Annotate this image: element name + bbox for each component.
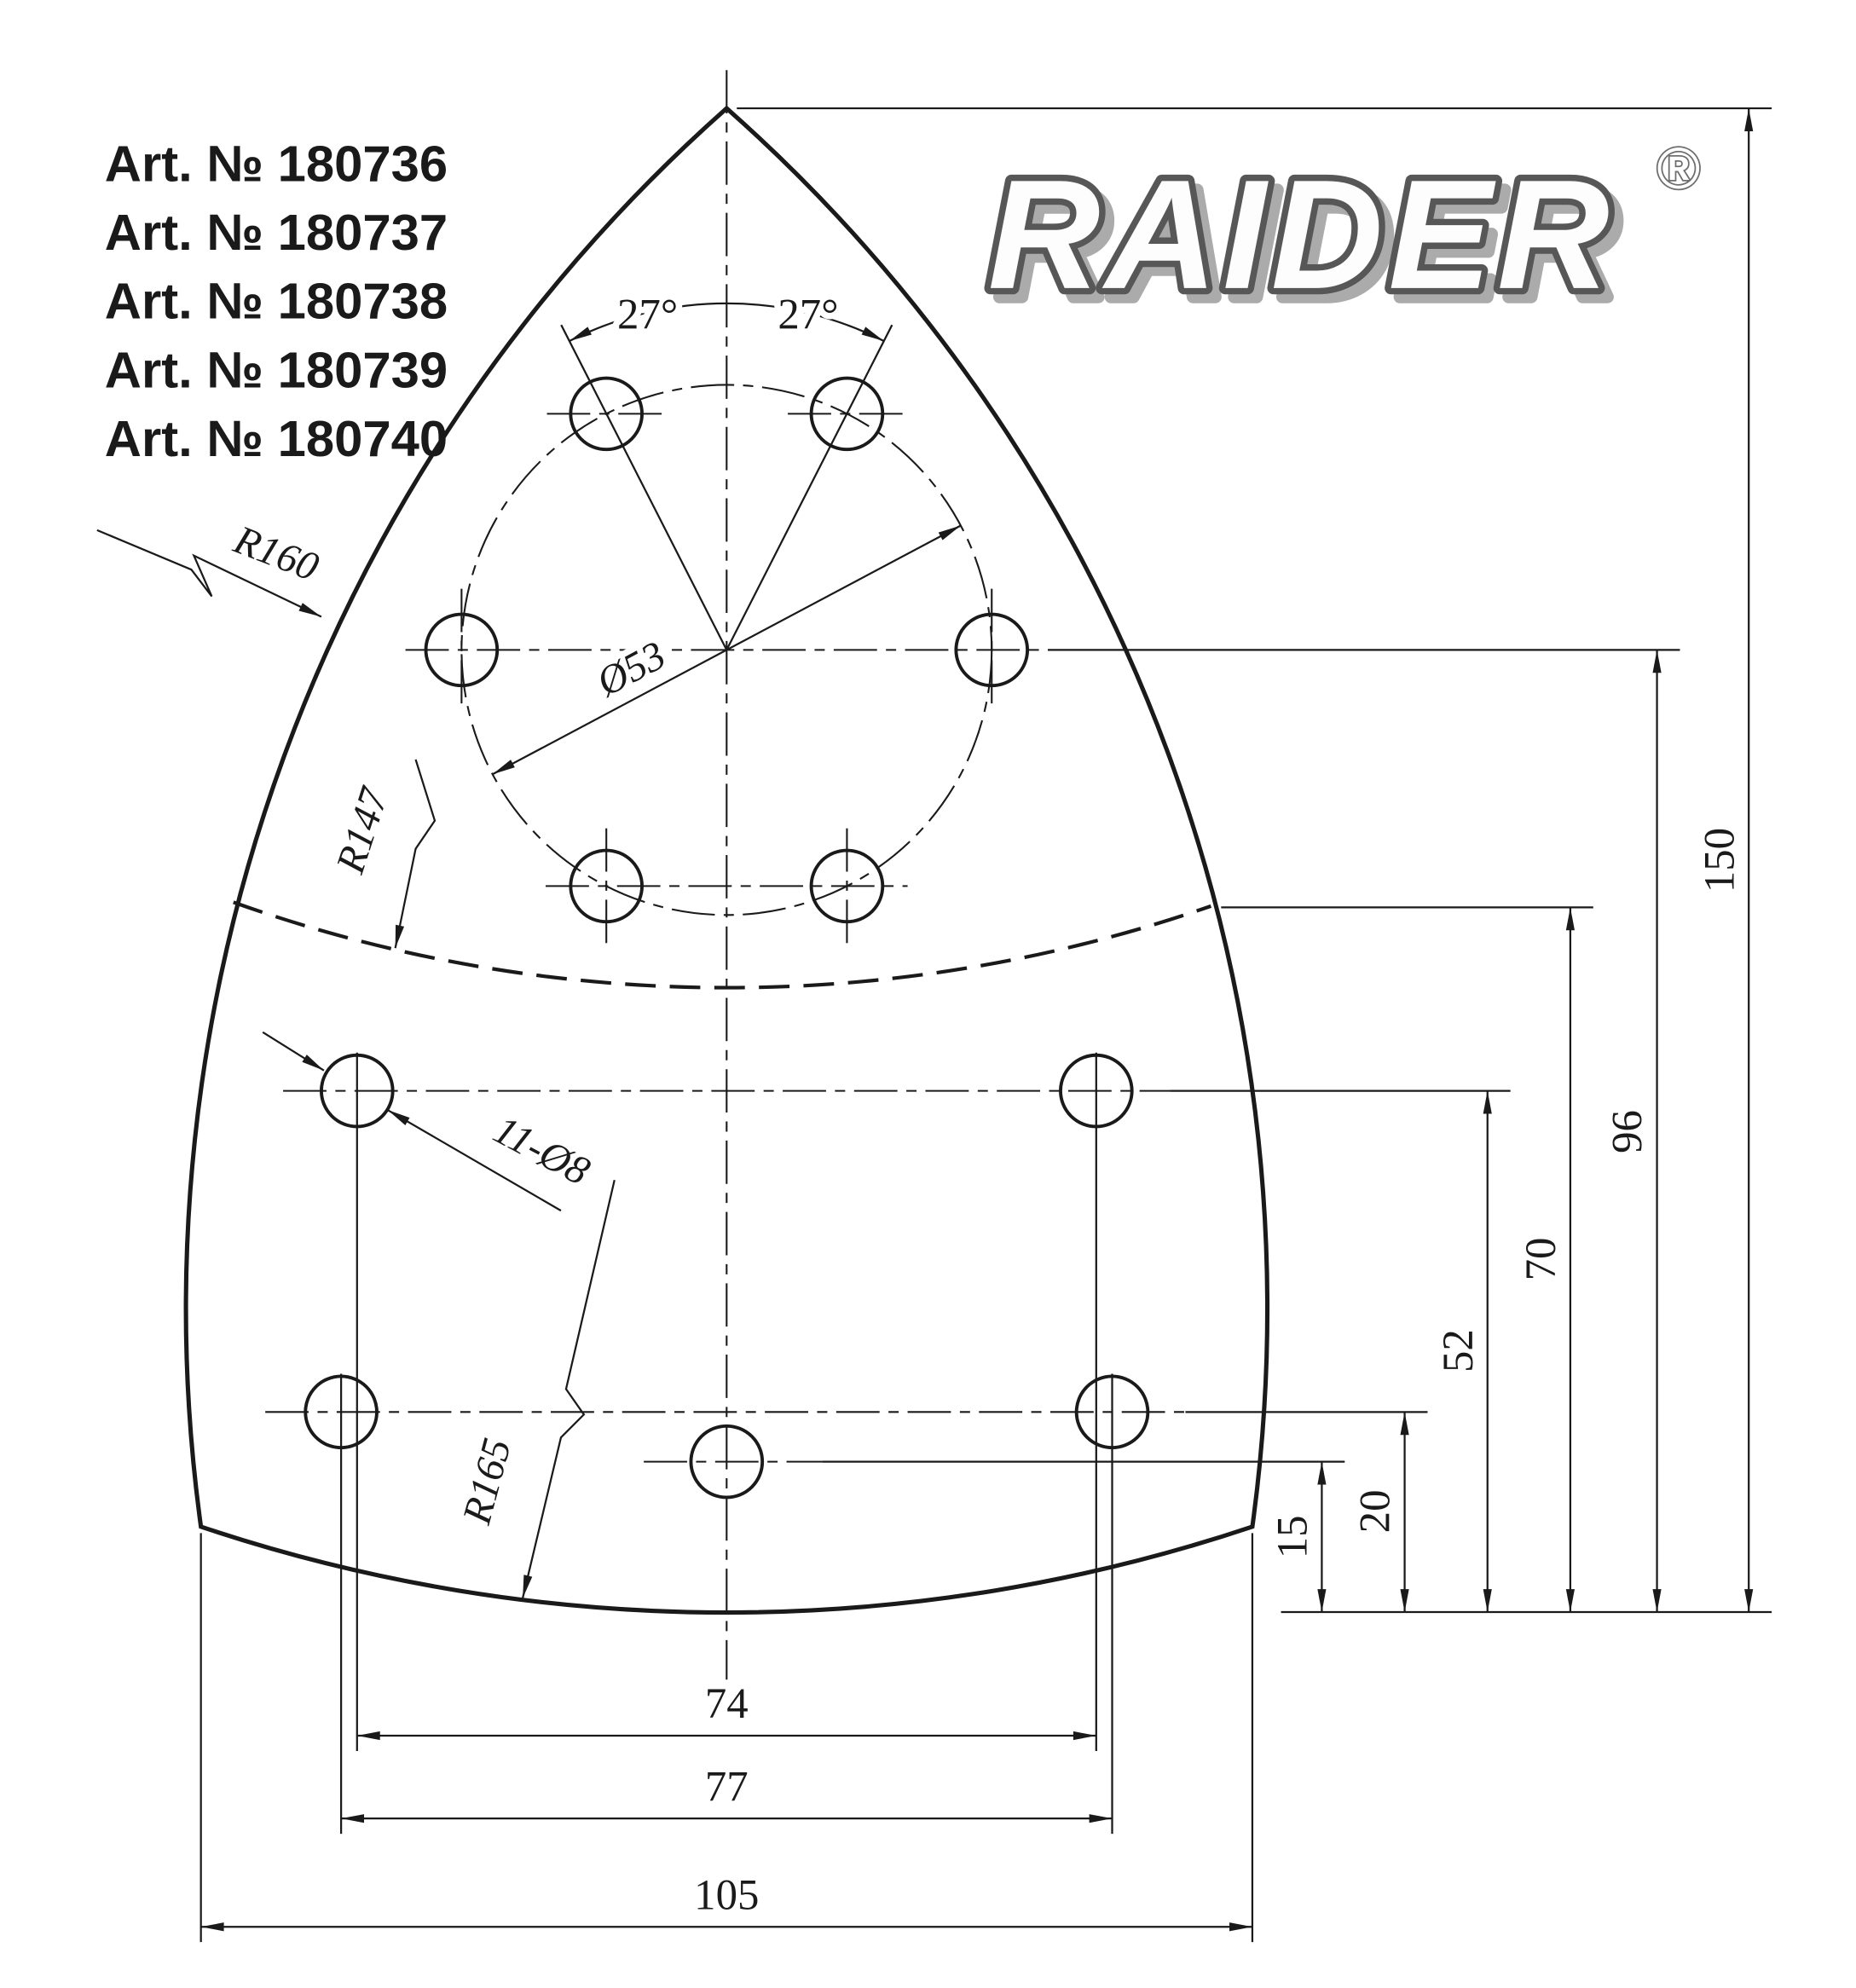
diameter-arrow-up	[726, 524, 962, 651]
r147-label: R147	[327, 781, 398, 879]
hole-bottom-left	[569, 848, 644, 924]
hole-callout-arrow-inner	[387, 1109, 562, 1212]
dim-label-77: 77	[705, 1762, 749, 1810]
fold-line-arc	[233, 900, 1212, 990]
radius-callouts: R160 R147 R165	[96, 511, 616, 1598]
vertical-dimensions: 150 96 70 52 20 15	[1268, 108, 1754, 1613]
hole-count-callout: 11-Ø8	[262, 1031, 604, 1212]
hole-top-left	[569, 376, 644, 452]
hole-top-right	[809, 376, 885, 452]
dim-label-70: 70	[1517, 1238, 1564, 1281]
angle-callout: 27° 27°	[560, 284, 893, 650]
article-number: Art. № 180739	[105, 341, 448, 398]
raider-logo: RAIDER RAIDER ®	[981, 134, 1702, 336]
angle-label-right: 27°	[778, 291, 838, 338]
article-number: Art. № 180737	[105, 204, 448, 261]
article-number: Art. № 180736	[105, 135, 448, 192]
dim-label-20: 20	[1351, 1490, 1399, 1534]
hole-right	[954, 612, 1030, 688]
r165-label: R165	[454, 1434, 520, 1529]
dim-label-150: 150	[1695, 828, 1743, 893]
raider-logo-text: RAIDER	[988, 147, 1615, 321]
bolt-circle-diameter-label: Ø53	[589, 633, 673, 706]
diameter-arrow-down	[492, 649, 727, 776]
dim-label-15: 15	[1268, 1515, 1315, 1558]
article-number: Art. № 180740	[105, 410, 448, 467]
dim-label-74: 74	[705, 1679, 749, 1727]
hole-count-label: 11-Ø8	[487, 1107, 598, 1194]
registered-trademark-icon: ®	[1657, 136, 1701, 201]
extension-lines	[199, 107, 1772, 1943]
horizontal-dimensions: 74 77 105	[200, 1679, 1252, 1932]
r147-leader	[394, 759, 437, 949]
radial-line-left	[560, 324, 728, 650]
article-number-list: Art. № 180736 Art. № 180737 Art. № 18073…	[105, 135, 448, 467]
dim-label-96: 96	[1604, 1110, 1651, 1153]
dim-label-105: 105	[694, 1870, 759, 1918]
raider-logo-shadow-text: RAIDER	[997, 156, 1623, 330]
dim-label-52: 52	[1434, 1329, 1482, 1373]
hole-low-center	[689, 1424, 765, 1500]
radial-line-right	[726, 324, 893, 650]
article-number: Art. № 180738	[105, 273, 448, 330]
angle-label-left: 27°	[617, 291, 678, 338]
angle-arc-arrow	[569, 302, 885, 343]
pad-outline	[183, 105, 1270, 1615]
hole-left	[424, 612, 500, 688]
bolt-circle	[460, 384, 993, 916]
hole-callout-arrow-outer	[262, 1031, 325, 1072]
r165-leader	[522, 1179, 616, 1598]
r160-leader	[96, 529, 322, 618]
hole-bottom-right	[809, 848, 885, 924]
